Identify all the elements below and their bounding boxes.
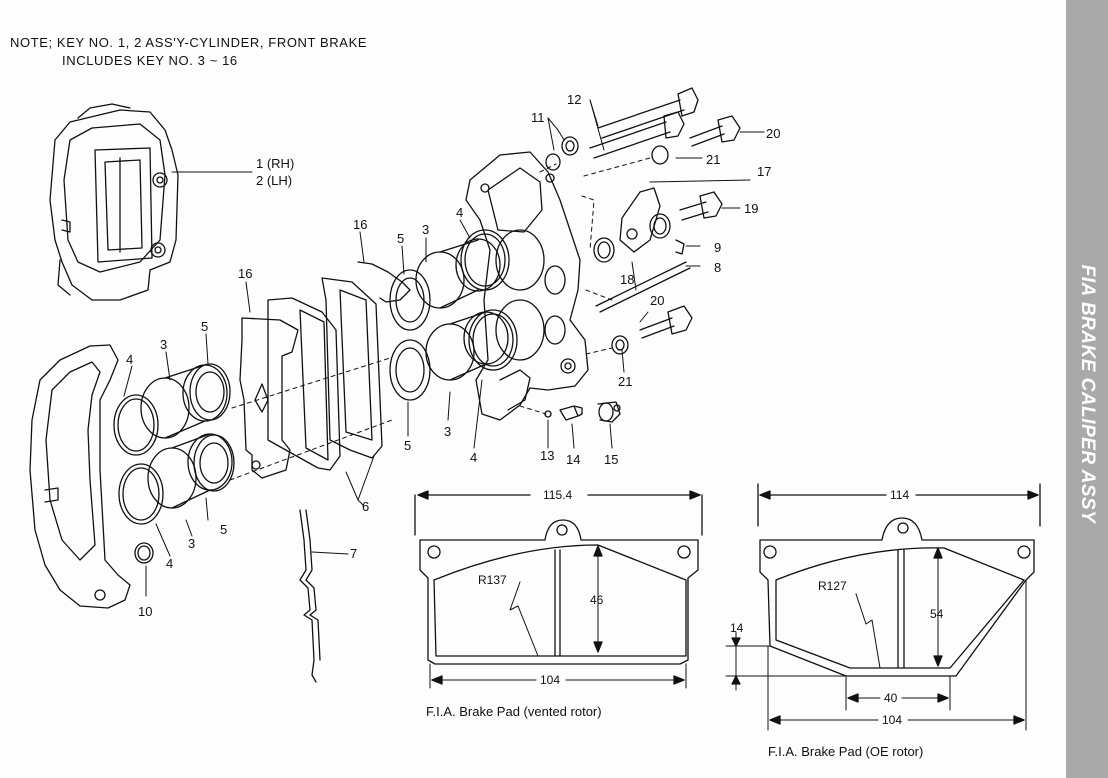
callout-4-lower: 4 [166,556,173,571]
note-line-1: NOTE; KEY NO. 1, 2 ASS'Y-CYLINDER, FRONT… [10,35,368,50]
assembly-guide-lines [171,157,651,481]
retaining-clip [299,509,321,683]
callout-14: 14 [566,452,580,467]
callout-6: 6 [362,499,369,514]
vented-width-bottom: 104 [540,673,560,687]
oe-width-bottom: 104 [882,713,902,727]
callout-21-bottom: 21 [618,374,632,389]
callout-3-lower: 3 [188,536,195,551]
callout-4-top: 4 [456,205,463,220]
callout-leaders [123,99,765,597]
callout-16-top: 16 [353,217,367,232]
pad-drawing-vented: 115.4 R137 46 104 F.I.A. Brake Pad (vent… [414,488,703,719]
brake-pad-right [321,277,383,459]
callout-5-lower: 5 [220,522,227,537]
bolts-and-washers [544,87,741,423]
callout-19: 19 [744,201,758,216]
shim-plate-right [357,261,411,303]
piston-set-lower-left [113,363,235,564]
caliper-half-lower-left [29,344,131,609]
callout-3-middle: 3 [444,424,451,439]
callout-4-left: 4 [126,352,133,367]
oe-radius: R127 [818,579,847,593]
exploded-view-drawing: 1 (RH) 2 (LH) 12 11 20 21 17 19 9 8 18 2… [29,87,1041,759]
callout-8: 8 [714,260,721,275]
sidebar-band [1066,0,1108,778]
oe-edge: 14 [730,621,744,635]
callout-5-middle: 5 [404,438,411,453]
oe-width-top: 114 [890,488,909,502]
callout-11: 11 [531,110,545,125]
shim-plate-left [239,317,299,479]
brake-pad-left [267,297,341,471]
vented-radius: R137 [478,573,507,587]
oe-caption: F.I.A. Brake Pad (OE rotor) [768,744,923,759]
callout-21-top: 21 [706,152,720,167]
callout-17: 17 [757,164,771,179]
callout-4-middle: 4 [470,450,477,465]
callout-5-left: 5 [201,319,208,334]
caliper-body-right [465,151,589,421]
note-line-2: INCLUDES KEY NO. 3 ~ 16 [62,53,238,68]
callout-18: 18 [620,272,634,287]
callout-10: 10 [138,604,152,619]
callout-3-left: 3 [160,337,167,352]
note-text: NOTE; KEY NO. 1, 2 ASS'Y-CYLINDER, FRONT… [10,34,367,70]
callout-9: 9 [714,240,721,255]
caliper-assembly-upper [49,103,179,301]
sidebar-title: FIA BRAKE CALIPER ASSY [1077,264,1098,524]
callout-12: 12 [567,92,581,107]
callout-labels: 1 (RH) 2 (LH) 12 11 20 21 17 19 9 8 18 2… [126,92,780,619]
callout-7: 7 [350,546,357,561]
callout-16-left: 16 [238,266,252,281]
callout-20-bottom: 20 [650,293,664,308]
vented-caption: F.I.A. Brake Pad (vented rotor) [426,704,602,719]
vented-height: 46 [590,593,604,607]
callout-2: 2 (LH) [256,173,292,188]
callout-13: 13 [540,448,554,463]
oe-height: 54 [930,607,944,621]
callout-5-top: 5 [397,231,404,246]
oe-inner-width: 40 [884,691,898,705]
callout-1: 1 (RH) [256,156,294,171]
piston-set-upper-middle [389,229,518,401]
callout-3-top: 3 [422,222,429,237]
vented-width-top: 115.4 [543,488,572,502]
pad-drawing-oe: 114 R127 54 14 40 104 F.I.A. Brake Pad [725,483,1041,759]
callout-15: 15 [604,452,618,467]
callout-20-top: 20 [766,126,780,141]
